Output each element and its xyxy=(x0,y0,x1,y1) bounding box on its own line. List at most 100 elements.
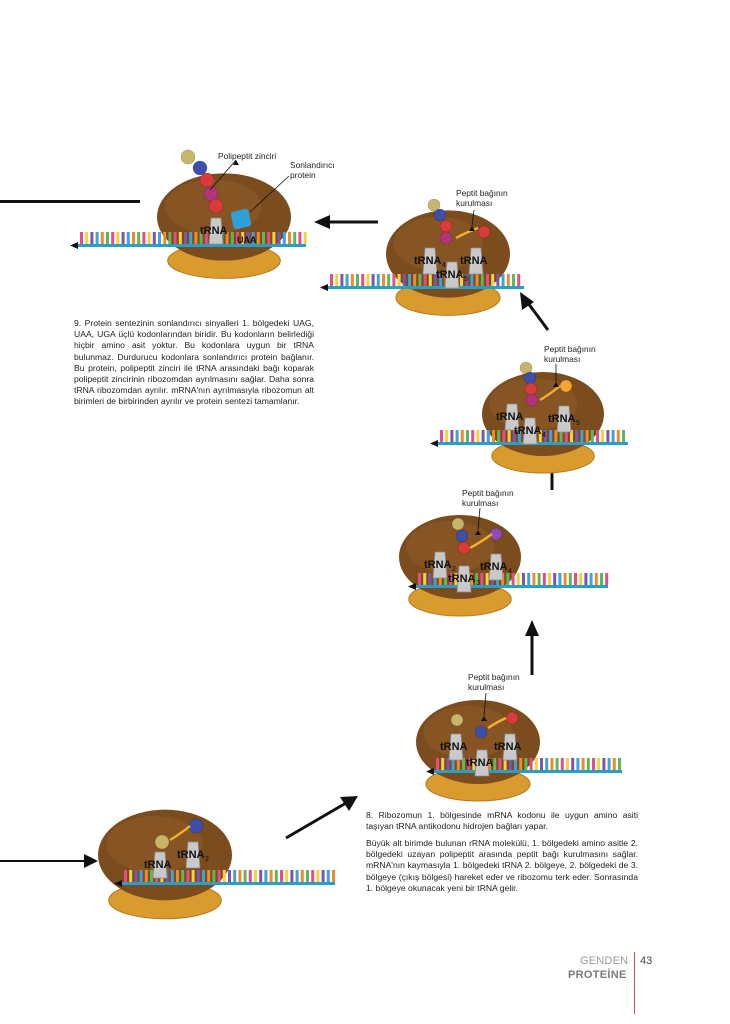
footer-title-top: GENDEN xyxy=(580,955,629,967)
nucleotide xyxy=(178,232,182,244)
nucleotide xyxy=(575,430,579,442)
release-factor-label-1: Sonlandırıcı xyxy=(290,160,335,170)
nucleotide xyxy=(285,870,289,882)
nucleotide xyxy=(196,870,200,882)
nucleotide xyxy=(508,758,512,770)
trna-subscript: 5 xyxy=(576,420,580,427)
nucleotide xyxy=(576,758,580,770)
nucleotide xyxy=(418,274,422,286)
nucleotide xyxy=(163,232,167,244)
peptide-link xyxy=(469,533,493,550)
nucleotide xyxy=(441,758,445,770)
nucleotide xyxy=(230,232,234,244)
nucleotide xyxy=(238,870,242,882)
amino-acid-bead xyxy=(523,371,537,385)
nucleotide xyxy=(330,274,333,286)
trna-subscript: 4 xyxy=(442,262,446,269)
nucleotide xyxy=(382,274,385,286)
trna-molecule xyxy=(152,851,168,879)
nucleotide xyxy=(340,274,344,286)
nucleotide xyxy=(402,274,406,286)
nucleotide xyxy=(560,758,564,770)
nucleotide xyxy=(306,870,309,882)
nucleotide xyxy=(618,758,621,770)
nucleotide xyxy=(574,573,577,585)
peptide-bond-label-d-2: kurulması xyxy=(468,682,505,692)
left-edge-line-top xyxy=(0,200,140,203)
nucleotide xyxy=(611,430,615,442)
nucleotide xyxy=(298,232,302,244)
amino-acid-bead xyxy=(192,160,208,176)
nucleotide xyxy=(269,870,273,882)
trna-molecule xyxy=(185,841,201,869)
nucleotide xyxy=(597,758,601,770)
nucleotide xyxy=(616,430,620,442)
mrna-direction-icon xyxy=(320,284,328,291)
nucleotide xyxy=(228,870,231,882)
nucleotide xyxy=(387,274,391,286)
mrna-strand xyxy=(414,585,608,588)
trna-label: tRNA xyxy=(496,411,524,423)
nucleotide xyxy=(488,758,491,770)
nucleotide xyxy=(475,573,479,585)
nucleotide xyxy=(596,430,599,442)
nucleotide xyxy=(506,573,510,585)
nucleotide xyxy=(300,870,304,882)
nucleotide xyxy=(225,232,229,244)
arrow-icon xyxy=(285,796,358,840)
large-subunit-highlight xyxy=(406,521,495,573)
nucleotide xyxy=(518,430,521,442)
nucleotide xyxy=(434,274,437,286)
nucleotide xyxy=(392,274,396,286)
nucleotide xyxy=(408,274,411,286)
arrow-icon xyxy=(525,620,539,675)
nucleotide xyxy=(194,232,198,244)
nucleotide xyxy=(366,274,370,286)
mrna-strand xyxy=(120,882,335,885)
nucleotide xyxy=(570,430,573,442)
nucleotide xyxy=(559,430,563,442)
nucleotide xyxy=(147,232,151,244)
nucleotide xyxy=(246,232,250,244)
trna-molecule xyxy=(488,553,504,581)
nucleotide xyxy=(428,274,432,286)
nucleotide xyxy=(277,232,281,244)
mrna-direction-icon xyxy=(426,768,434,775)
nucleotide xyxy=(90,232,94,244)
nucleotide xyxy=(558,573,562,585)
nucleotide xyxy=(566,758,569,770)
trna-label: tRNA xyxy=(144,859,172,871)
nucleotide xyxy=(350,274,354,286)
nucleotide xyxy=(251,232,255,244)
nucleotide xyxy=(590,430,594,442)
label-pointer xyxy=(471,209,475,227)
nucleotide xyxy=(534,758,538,770)
nucleotide xyxy=(512,274,515,286)
nucleotide xyxy=(491,274,495,286)
nucleotide xyxy=(571,758,575,770)
amino-acid-bead xyxy=(474,725,488,739)
nucleotide xyxy=(532,573,536,585)
nucleotide xyxy=(439,274,443,286)
nucleotide xyxy=(264,870,268,882)
peptide-link xyxy=(169,825,191,842)
nucleotide xyxy=(288,232,291,244)
nucleotide xyxy=(295,870,299,882)
nucleotide xyxy=(272,232,276,244)
nucleotide xyxy=(542,573,546,585)
nucleotide xyxy=(413,274,417,286)
trna-label: tRNA xyxy=(494,741,522,753)
nucleotide xyxy=(476,430,480,442)
nucleotide xyxy=(481,430,485,442)
nucleotide xyxy=(186,870,190,882)
trna-subscript: 4 xyxy=(542,432,546,439)
nucleotide xyxy=(100,232,104,244)
nucleotide xyxy=(470,573,473,585)
nucleotide xyxy=(584,573,588,585)
nucleotide xyxy=(529,758,533,770)
label-pointer xyxy=(483,692,487,717)
page-number: 43 xyxy=(640,955,653,967)
nucleotide xyxy=(243,870,247,882)
